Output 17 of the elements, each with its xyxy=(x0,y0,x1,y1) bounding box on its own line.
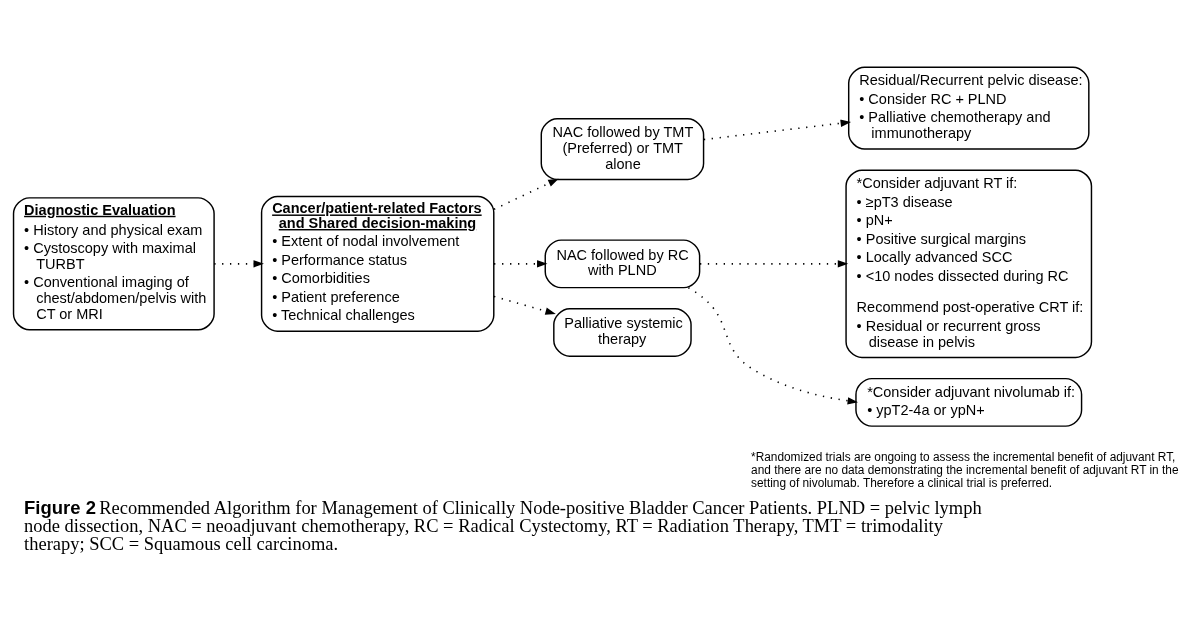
arrow xyxy=(699,259,849,267)
arrow xyxy=(493,259,548,267)
node-box: *Consider adjuvant RT if: • ≥pT3 disease • pN+ • Positive surgical margins • Locally advanced SCC • <10 nodes dissected during RC Recommend post-operative CRT if: • Residual or recurrent gross disease in pelvis xyxy=(845,168,1093,358)
arrow xyxy=(493,178,559,210)
node-box: Cancer/patient-related Factors and Shared decision-making • Extent of nodal involvement • Performance status • Comorbidities • Patient preference • Technical challenges xyxy=(260,195,495,332)
node-box: NAC followed by TMT (Preferred) or TMT alone xyxy=(540,117,705,180)
caption: Figure 2 Recommended Algorithm for Management of Clinically Node-positive Bladder Cancer Patients. PLND = pelvic lymph node dissection, NAC = neoadjuvant chemotherapy, RC = Radical Cystectomy, RT = Radiation Therapy, TMT = trimodality therapy; SCC = Squamous cell carcinoma. xyxy=(24,495,982,554)
node-box: Palliative systemic therapy xyxy=(553,307,692,357)
node-box: Residual/Recurrent pelvic disease: • Consider RC + PLND • Palliative chemotherapy and immunotherapy xyxy=(847,66,1090,150)
label: *Randomized trials are ongoing to assess the incremental benefit of adjuvant RT, and there are no data demonstrating the incremental benefit of adjuvant RT in the setting of nivolumab. Therefore a clinical trial is preferred. xyxy=(751,449,1179,490)
node-box: *Consider adjuvant nivolumab if: • ypT2-4a or ypN+ xyxy=(855,377,1083,427)
arrow xyxy=(687,286,859,404)
arrow xyxy=(703,119,852,140)
arrow xyxy=(213,259,264,267)
node-box: NAC followed by RC with PLND xyxy=(544,238,701,288)
node-box: Diagnostic Evaluation • History and physical exam • Cystoscopy with maximal TURBT • Conventional imaging of chest/abdomen/pelvis with CT or MRI xyxy=(12,196,215,331)
arrow xyxy=(493,295,556,315)
